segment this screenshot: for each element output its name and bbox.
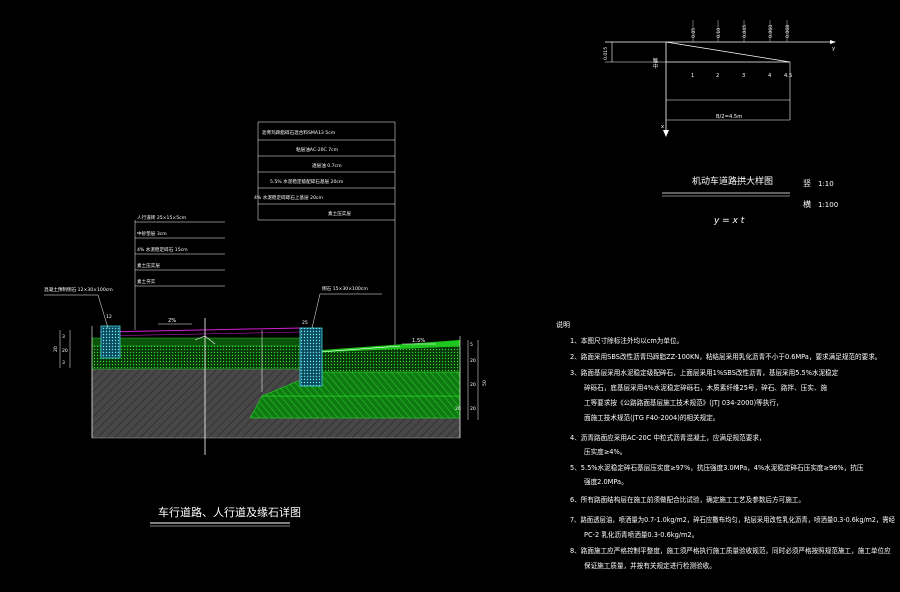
crown-title-block: 机动车道路拱大样图 y = x t 竖 1:10 横 1:100 [662,175,838,226]
road-slope: 1.5% [412,338,425,344]
note-line: 1、本图尺寸除标注外均以cm为单位。 [570,336,683,345]
cross-section [91,318,461,455]
crown-width-label: B/2=4.5m [716,114,742,120]
note-line: 3、路面基层采用水泥稳定级配碎石，上面层采用1%SBS改性沥青，基层采用5.5%… [570,368,839,377]
note-line: PC-2 乳化沥青喷洒量0.3-0.6kg/m2。 [584,530,698,539]
crown-axis-x: x [661,124,664,130]
right-dim: 5 [470,342,473,348]
crown-top-value: 0.060 [768,25,774,38]
sidewalk-callouts: 人行道砖 25×15×5cm 中砂垫层 3cm 4% 水泥稳定碎石 15cm 素… [134,214,225,330]
right-curb-label: 侧石 15×30×100cm [322,285,368,292]
right-dim: 20 [470,358,476,364]
right-dim-inner: 20 [455,406,461,412]
crown-x-tick: 4.5 [784,73,792,79]
right-curb [299,327,323,387]
scale-vertical-label: 竖 [803,179,811,188]
left-dim: 3 [62,334,65,340]
sidewalk-layer-label: 中砂垫层 3cm [137,230,167,237]
crown-top-value: 0.10 [716,28,722,38]
crown-axis-y: y [832,46,835,52]
sidewalk-slope: 2% [168,318,176,324]
main-detail-title: 车行道路、人行道及缘石详图 [158,505,301,519]
note-line: 强度2.0MPa。 [584,477,628,486]
left-dim-total: 20 [53,346,59,352]
notes-block: 说明 1、本图尺寸除标注外均以cm为单位。 2、路面采用SBS改性沥青玛蹄脂ZZ… [556,320,895,570]
slope-annotations: 2% 1.5% [158,318,436,345]
sidewalk-surface [99,327,303,333]
note-line: 5、5.5%水泥稳定碎石基层压实度≥97%，抗压强度3.0MPa，4%水泥稳定碎… [570,463,864,472]
sidewalk-layer-label: 素土压实层 [137,262,160,269]
notes-title: 说明 [556,320,570,329]
crown-side-label: 路中 [652,57,658,70]
road-layer-label: 粘层油AC-20C 7cm [296,146,339,153]
road-layer-label: 5.5% 水泥稳定级配碎石基层 20cm [270,178,344,185]
sidewalk-layer-label: 4% 水泥稳定碎石 15cm [137,246,188,253]
sidewalk-layer-label: 素土夯实 [137,278,156,285]
road-layer-label: 4% 水泥稳定碎砾石上基层 20cm [254,194,324,201]
scale-vertical-value: 1:10 [818,180,834,188]
sidewalk-base [91,344,303,370]
left-dimensions: 3 20 3 20 [53,330,71,368]
crown-detail: 0.05 0.10 0.045 0.060 0.068 0.015 1 2 3 … [603,20,836,137]
note-line: 2、路面采用SBS改性沥青玛蹄脂ZZ-100KN，粘结层采用乳化沥青不小于0.6… [570,352,881,361]
crown-value-ticks [692,20,788,42]
crown-left-value: 0.015 [603,47,609,60]
crown-detail-title: 机动车道路拱大样图 [692,175,773,187]
crown-x-tick: 2 [716,73,719,79]
crown-top-value: 0.068 [785,25,791,38]
crown-top-value: 0.05 [691,28,697,38]
sidewalk-layer-label: 人行道砖 25×15×5cm [137,214,187,221]
crown-x-tick: 3 [742,73,745,79]
road-base-lower [249,395,461,419]
curb-labels: 混凝土预制侧石 12×30×100cm 12 25 侧石 15×30×100cm [44,285,382,329]
note-line: 保证施工质量，并按有关规定进行检测验收。 [584,561,716,570]
left-dim: 3 [62,360,65,366]
note-line: 面施工技术规范(JTG F40-2004)的相关规定。 [584,413,719,422]
right-dim: 20 [470,406,476,412]
right-dimensions: 5 20 20 50 20 20 [455,340,488,420]
crown-x-tick: 4 [768,73,772,79]
note-line: 7、路面透层油，喷洒量为0.7-1.0kg/m2，碎石应撒布均匀，粘层采用改性乳… [570,515,895,524]
crown-x-tick: 1 [691,73,694,79]
road-layer-label: 透层油 0.7cm [312,162,342,169]
note-line: 8、路面施工应严格控制平整度，施工须严格执行施工质量验收规范，同时必须严格按照规… [570,546,891,555]
main-title-block: 车行道路、人行道及缘石详图 [150,505,301,527]
scale-horizontal-value: 1:100 [818,201,838,209]
note-line: 工等要求按《公路路面基层施工技术规范》(JTJ 034-2000)等执行， [584,398,783,407]
note-line: 4、沥青路面应采用AC-20C 中粒式沥青混凝土，应满足规范要求， [570,433,766,442]
note-line: 碎砾石，底基层采用4%水泥稳定碎砾石，木质素纤维25号，碎石、路拌、压实、施 [584,383,827,392]
roadway-callouts: 沥青玛蹄脂碎石混合料SMA13 5cm 粘层油AC-20C 7cm 透层油 0.… [254,121,396,345]
note-line: 6、所有路面结构层在施工前须做配合比试验，确定施工工艺及参数后方可施工。 [570,495,805,504]
left-dim: 20 [62,348,68,354]
crown-formula: y = x t [713,216,745,226]
crown-top-value: 0.045 [742,25,748,38]
left-curb-size: 12 [106,314,112,320]
right-dim: 20 [470,382,476,388]
right-curb-size: 25 [302,320,308,326]
right-dim-total: 50 [482,380,488,386]
left-curb [100,325,121,359]
scale-horizontal-label: 横 [803,199,811,209]
road-layer-label: 素土压实层 [328,210,351,217]
note-line: 压实度≥4%。 [584,447,626,456]
left-curb-label: 混凝土预制侧石 12×30×100cm [44,286,113,293]
road-layer-label: 沥青玛蹄脂碎石混合料SMA13 5cm [262,129,336,136]
